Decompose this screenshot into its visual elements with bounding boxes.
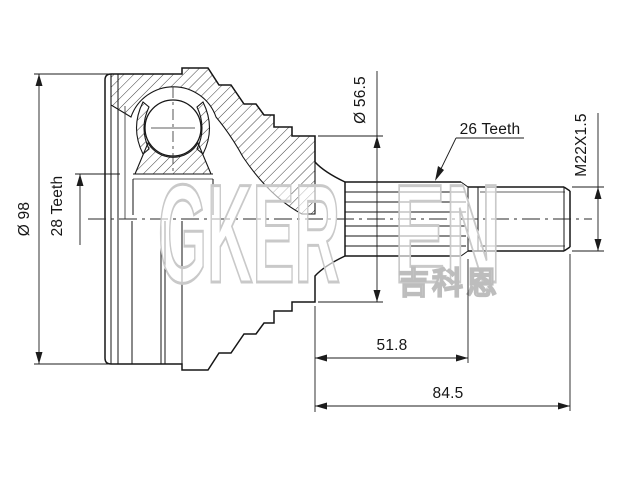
dimension-outer-diameter: Ø 98 xyxy=(16,73,117,365)
arrowhead-right xyxy=(558,402,570,410)
watermark-brand-left: GKER xyxy=(158,157,340,313)
dimension-thread: M22X1.5 xyxy=(572,113,604,252)
hub-spline-bore xyxy=(132,173,214,215)
arrowhead-diagonal xyxy=(435,166,444,181)
arrowhead-up xyxy=(594,187,602,199)
spline-end-chamfer xyxy=(460,181,469,188)
arrowhead-up xyxy=(76,174,84,186)
arrowhead-down xyxy=(35,352,43,364)
arrowhead-down xyxy=(594,239,602,251)
housing-surface-lines xyxy=(110,74,183,364)
watermark: GKER EN 吉科恩 xyxy=(157,154,502,313)
cv-joint-body xyxy=(88,67,592,371)
spline-end-chamfer xyxy=(460,250,469,257)
arrowhead-left xyxy=(315,354,327,362)
arrowhead-down xyxy=(373,290,381,302)
dim-label-thread: M22X1.5 xyxy=(573,113,590,176)
dimension-spline-length: 51.8 xyxy=(314,259,469,412)
threaded-stub xyxy=(468,186,571,252)
watermark-brand-cjk: 吉科恩 xyxy=(398,266,500,301)
thread-chamfer xyxy=(563,246,571,252)
dim-label-boot-seat: Ø 56.5 xyxy=(352,76,369,124)
dimension-shaft-spline: 26 Teeth xyxy=(435,121,524,181)
dim-label-hub-spline: 28 Teeth xyxy=(49,176,66,237)
dim-label-outer-diameter: Ø 98 xyxy=(16,202,33,236)
arrowhead-up xyxy=(373,136,381,148)
dimension-overall-length: 84.5 xyxy=(315,254,571,411)
arrowhead-right xyxy=(456,354,468,362)
outer-race-section-hatch xyxy=(110,67,316,215)
dim-label-spline-length: 51.8 xyxy=(377,337,408,354)
arrowhead-up xyxy=(35,74,43,86)
dimension-hub-spline: 28 Teeth xyxy=(49,173,120,245)
dimension-boot-seat-diameter: Ø 56.5 xyxy=(318,71,383,303)
watermark-brand-right: EN xyxy=(394,156,501,312)
thread-chamfer xyxy=(563,186,571,192)
arrowhead-left xyxy=(315,402,327,410)
dim-label-shaft-spline: 26 Teeth xyxy=(460,121,521,138)
dim-label-overall-length: 84.5 xyxy=(433,385,464,402)
